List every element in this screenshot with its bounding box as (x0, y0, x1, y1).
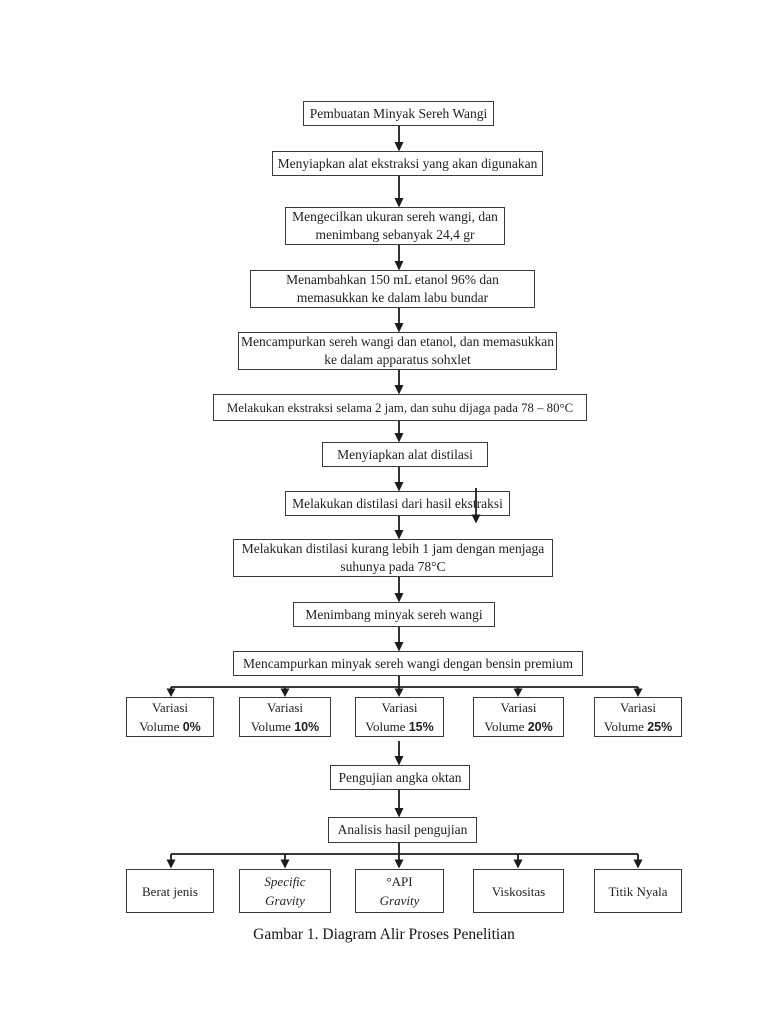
step-label: Melakukan distilasi dari hasil ekstraksi (292, 495, 503, 511)
variation-value-line: Volume 20% (484, 717, 553, 737)
step-menimbang-minyak: Menimbang minyak sereh wangi (293, 602, 495, 627)
param-viskositas: Viskositas (473, 869, 564, 913)
variation-box-20: Variasi Volume 20% (473, 697, 564, 737)
step-menyiapkan-alat-ekstraksi: Menyiapkan alat ekstraksi yang akan digu… (272, 151, 543, 176)
step-label: Melakukan ekstraksi selama 2 jam, dan su… (226, 400, 574, 415)
step-menambahkan-etanol: Menambahkan 150 mL etanol 96% dan memasu… (250, 270, 535, 308)
step-mencampurkan-bensin-premium: Mencampurkan minyak sereh wangi dengan b… (233, 651, 583, 676)
step-label: Melakukan distilasi kurang lebih 1 jam d… (241, 541, 545, 574)
variation-value-line: Volume 15% (365, 717, 434, 737)
variation-value-line: Volume 25% (604, 717, 673, 737)
param-line1: Berat jenis (142, 883, 198, 899)
step-label: Pengujian angka oktan (338, 769, 462, 785)
param-berat-jenis: Berat jenis (126, 869, 214, 913)
volume-label: Volume (603, 718, 644, 734)
variation-box-25: Variasi Volume 25% (594, 697, 682, 737)
step-label: Menambahkan 150 mL etanol 96% dan memasu… (286, 272, 499, 305)
parameter-branch-arrows (166, 843, 643, 869)
step-mengecilkan-ukuran-sereh: Mengecilkan ukuran sereh wangi, dan meni… (285, 207, 505, 245)
volume-percent: 0% (182, 719, 201, 734)
variation-branch-arrows (166, 676, 643, 697)
variation-box-15: Variasi Volume 15% (355, 697, 444, 737)
variation-title: Variasi (500, 699, 537, 715)
step-distilasi-hasil-ekstraksi: Melakukan distilasi dari hasil ekstraksi (285, 491, 510, 516)
step-melakukan-ekstraksi: Melakukan ekstraksi selama 2 jam, dan su… (213, 394, 587, 421)
volume-percent: 20% (527, 719, 553, 734)
step-label: Mencampurkan minyak sereh wangi dengan b… (243, 655, 573, 671)
volume-label: Volume (365, 718, 406, 734)
step-analisis-hasil-pengujian: Analisis hasil pengujian (328, 817, 477, 843)
variation-title: Variasi (381, 699, 418, 715)
param-titik-nyala: Titik Nyala (594, 869, 682, 913)
volume-label: Volume (250, 718, 291, 734)
volume-label: Volume (484, 718, 525, 734)
step-menyiapkan-alat-distilasi: Menyiapkan alat distilasi (322, 442, 488, 467)
param-line1: Specific (264, 874, 306, 889)
volume-percent: 25% (647, 719, 673, 734)
variation-title: Variasi (151, 699, 189, 715)
step-label: Mencampurkan sereh wangi dan etanol, dan… (240, 334, 555, 367)
param-line1: Viskositas (491, 883, 546, 899)
variation-value-line: Volume 10% (251, 717, 320, 737)
param-line2: Gravity (379, 893, 420, 908)
variation-box-10: Variasi Volume 10% (239, 697, 331, 737)
variation-title: Variasi (619, 699, 657, 715)
figure-caption: Gambar 1. Diagram Alir Proses Penelitian (253, 926, 515, 943)
volume-percent: 15% (408, 719, 434, 734)
variation-box-0: Variasi Volume 0% (126, 697, 214, 737)
variation-title: Variasi (266, 699, 304, 715)
step-pembuatan-minyak-sereh-wangi: Pembuatan Minyak Sereh Wangi (303, 101, 494, 126)
step-label: Mengecilkan ukuran sereh wangi, dan meni… (292, 209, 498, 242)
variation-value-line: Volume 0% (139, 717, 201, 737)
param-line1: Titik Nyala (608, 883, 668, 899)
step-pengujian-angka-oktan: Pengujian angka oktan (330, 765, 470, 790)
param-api-gravity: °API Gravity (355, 869, 444, 913)
step-label: Menimbang minyak sereh wangi (305, 606, 483, 622)
step-label: Analisis hasil pengujian (337, 822, 468, 837)
step-label: Menyiapkan alat distilasi (337, 446, 473, 462)
param-specific-gravity: Specific Gravity (239, 869, 331, 913)
step-label: Menyiapkan alat ekstraksi yang akan digu… (277, 155, 538, 171)
step-label: Pembuatan Minyak Sereh Wangi (309, 105, 488, 121)
volume-percent: 10% (294, 719, 320, 734)
param-line1: °API (386, 874, 413, 889)
step-mencampurkan-sereh-etanol: Mencampurkan sereh wangi dan etanol, dan… (238, 332, 557, 370)
step-distilasi-satu-jam: Melakukan distilasi kurang lebih 1 jam d… (233, 539, 553, 577)
param-line2: Gravity (265, 893, 305, 908)
volume-label: Volume (139, 718, 180, 734)
